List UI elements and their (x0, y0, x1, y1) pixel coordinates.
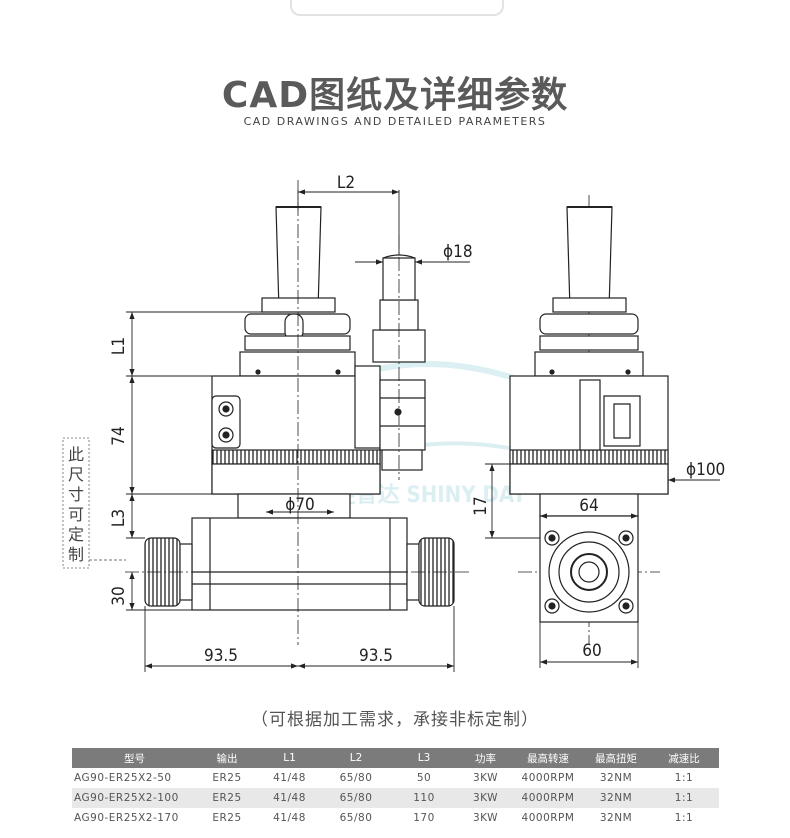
spec-table: 型号 输出 L1 L2 L3 功率 最高转速 最高扭矩 减速比 AG90-ER2… (72, 748, 719, 828)
cell-l1: 41/48 (273, 812, 306, 824)
custom-size-note: 此 尺 寸 可 定 制 (62, 437, 126, 569)
table-row: AG90-ER25X2-170 ER25 41/48 65/80 170 3KW… (72, 808, 719, 828)
dim-60: 60 (582, 641, 601, 661)
cell-model: AG90-ER25X2-100 (72, 788, 197, 808)
dim-74: 74 (109, 426, 129, 445)
cell-l1: 41/48 (257, 788, 322, 808)
cell-power: 3KW (472, 812, 499, 824)
table-row: AG90-ER25X2-100 ER25 41/48 65/80 110 3KW… (72, 788, 719, 808)
cell-l2: 65/80 (339, 812, 373, 824)
cell-model: AG90-ER25X2-170 (74, 812, 179, 824)
cell-ratio: 1:1 (674, 812, 694, 824)
col-header: 减速比 (649, 748, 719, 768)
note-char: 寸 (68, 485, 84, 504)
side-view (509, 206, 669, 623)
cell-torque: 32NM (599, 812, 633, 824)
cell-model: AG90-ER25X2-50 (74, 772, 172, 784)
dim-d70: ϕ70 (285, 495, 315, 515)
cell-output: ER25 (197, 788, 257, 808)
col-header: 型号 (72, 748, 197, 768)
cell-l3: 170 (413, 812, 435, 824)
top-frame-fragment (290, 0, 504, 16)
page-title: CAD图纸及详细参数 (221, 75, 569, 116)
table-header-row: 型号 输出 L1 L2 L3 功率 最高转速 最高扭矩 减速比 (72, 748, 719, 768)
dim-30: 30 (109, 586, 129, 605)
dim-d100: ϕ100 (686, 460, 725, 480)
col-header: L1 (257, 748, 322, 768)
cell-output: ER25 (212, 772, 242, 784)
cell-l3: 110 (390, 788, 458, 808)
cell-l2: 65/80 (322, 788, 390, 808)
cell-speed: 4000RPM (521, 772, 575, 784)
cell-l2: 65/80 (339, 772, 373, 784)
dim-l1: L1 (109, 337, 129, 355)
cell-power: 3KW (472, 772, 499, 784)
cell-power: 3KW (458, 788, 513, 808)
dim-93-left: 93.5 (204, 646, 238, 666)
cell-l1: 41/48 (273, 772, 306, 784)
table-row: AG90-ER25X2-50 ER25 41/48 65/80 50 3KW 4… (72, 768, 719, 788)
cell-torque: 32NM (583, 788, 649, 808)
dim-93-right: 93.5 (359, 646, 393, 666)
note-char: 制 (68, 545, 84, 564)
cad-drawing: 旋 旋智达 SHINY DAY (62, 173, 725, 672)
col-header: 最高扭矩 (583, 748, 649, 768)
cell-ratio: 1:1 (674, 772, 694, 784)
cell-output: ER25 (212, 812, 242, 824)
note-char: 定 (68, 525, 84, 544)
note-char: 可 (68, 505, 84, 524)
cell-speed: 4000RPM (513, 788, 583, 808)
dim-17: 17 (471, 496, 491, 515)
dimension-labels: L2 ϕ18 L1 74 L3 30 ϕ70 93.5 93.5 ϕ100 64… (109, 173, 725, 666)
page-subtitle: CAD DRAWINGS AND DETAILED PARAMETERS (243, 115, 547, 128)
col-header: 输出 (197, 748, 257, 768)
col-header: L3 (390, 748, 458, 768)
col-header: 最高转速 (513, 748, 583, 768)
cell-ratio: 1:1 (649, 788, 719, 808)
dim-d18: ϕ18 (443, 242, 473, 262)
col-header: 功率 (458, 748, 513, 768)
note-char: 尺 (68, 465, 84, 484)
cell-l3: 50 (416, 772, 432, 784)
col-header: L2 (322, 748, 390, 768)
front-view (144, 206, 455, 611)
dim-64: 64 (579, 496, 598, 516)
cell-torque: 32NM (599, 772, 633, 784)
custom-note: （可根据加工需求，承接非标定制） (251, 710, 539, 730)
dimension-lines (126, 189, 720, 672)
cell-speed: 4000RPM (521, 812, 575, 824)
dim-l2: L2 (337, 173, 355, 193)
dim-l3: L3 (109, 509, 129, 527)
note-char: 此 (68, 445, 84, 464)
